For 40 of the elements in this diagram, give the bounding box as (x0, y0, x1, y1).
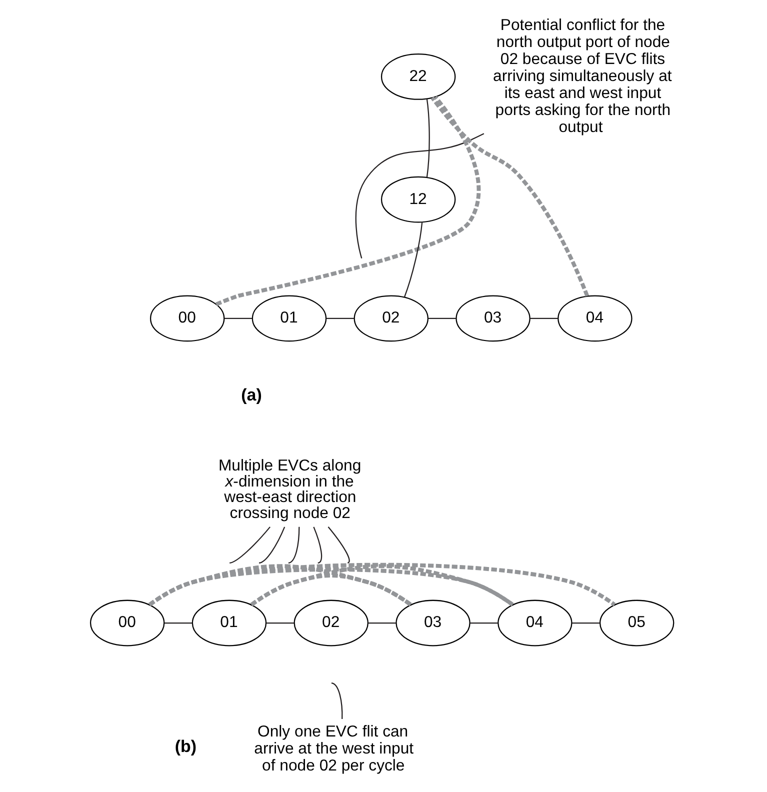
connector (530, 318, 558, 319)
node-ellipse: 00 (90, 600, 165, 646)
connector (470, 622, 498, 624)
node-ellipse: 12 (380, 176, 456, 223)
node-ellipse: 03 (396, 600, 470, 646)
connector (313, 526, 322, 564)
node-ellipse: 22 (380, 54, 456, 100)
connector (229, 526, 270, 564)
node-text: Potential conflict for the north output port of node 02 because of EVC flits arriving simultaneously at its east and west input ports asking for the north output (493, 16, 672, 136)
connector (404, 222, 423, 298)
node-ellipse: 01 (192, 600, 267, 646)
node-ellipse: 00 (150, 295, 225, 342)
node-ellipse: 05 (599, 600, 674, 646)
connector (428, 318, 456, 319)
connector (224, 318, 252, 319)
connector (430, 96, 590, 297)
connector (355, 133, 484, 258)
connector (572, 622, 600, 624)
node-ellipse: 01 (252, 295, 327, 342)
node-ellipse: 04 (498, 600, 572, 646)
connector (164, 622, 192, 624)
connector (250, 564, 514, 606)
connector (258, 526, 286, 564)
connector (328, 526, 350, 564)
node-ellipse: 03 (456, 295, 530, 342)
connector (148, 562, 616, 606)
node-ellipse: 02 (294, 600, 368, 646)
connector (288, 526, 300, 564)
node-ellipse: 02 (354, 295, 428, 342)
connector (426, 98, 430, 178)
connector (326, 318, 354, 319)
connector (368, 622, 396, 624)
label: (a) (241, 386, 262, 405)
node-text: Multiple EVCs along x-dimension in the west-east direction crossing node 02 (218, 457, 362, 522)
node-text: Only one EVC flit can arrive at the west input of node 02 per cycle (254, 723, 414, 774)
connector (266, 622, 294, 624)
connector (331, 682, 343, 719)
connector (215, 96, 481, 306)
node-ellipse: 04 (558, 295, 632, 342)
label: (b) (174, 737, 197, 756)
